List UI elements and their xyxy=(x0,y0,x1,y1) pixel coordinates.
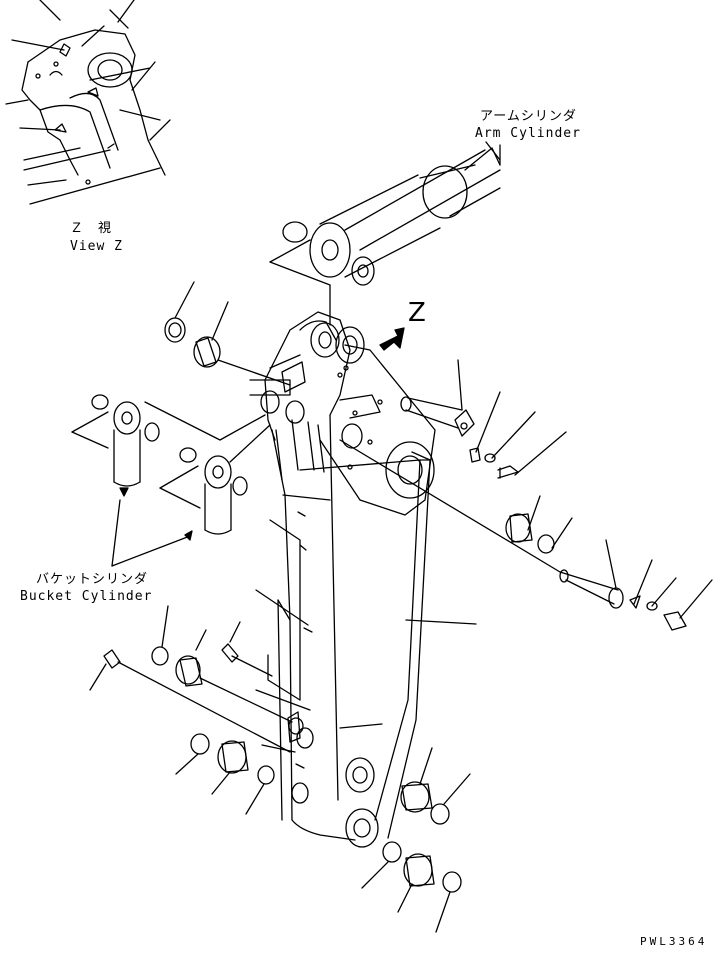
left-upper-bushing xyxy=(165,282,290,385)
bucket-cylinder-leaders xyxy=(112,500,190,566)
bucket-cylinder-label-jp: バケットシリンダ xyxy=(36,572,149,587)
bucket-cylinder-left xyxy=(72,395,265,496)
view-z-inset xyxy=(6,0,170,204)
arm-cylinder xyxy=(270,142,500,325)
view-z-label-en: View Z xyxy=(70,239,123,254)
arm-side-leader xyxy=(406,620,476,624)
bucket-cylinder-right xyxy=(160,425,270,540)
arm-pin-lower xyxy=(340,440,712,630)
arm-pin-upper xyxy=(401,360,566,478)
arm-body xyxy=(250,312,435,847)
left-lower-parts xyxy=(90,606,292,814)
drawing-code: PWL3364 xyxy=(640,935,708,948)
view-z-label-jp: Ｚ 視 xyxy=(70,221,113,236)
view-z-arrow xyxy=(380,328,404,350)
view-z-arrow-label: Z xyxy=(408,298,426,328)
right-lower-parts xyxy=(362,748,470,932)
arm-cylinder-label-jp: アームシリンダ xyxy=(480,109,577,124)
bucket-cylinder-label-en: Bucket Cylinder xyxy=(20,589,153,604)
arm-cylinder-label-en: Arm Cylinder xyxy=(475,126,581,141)
